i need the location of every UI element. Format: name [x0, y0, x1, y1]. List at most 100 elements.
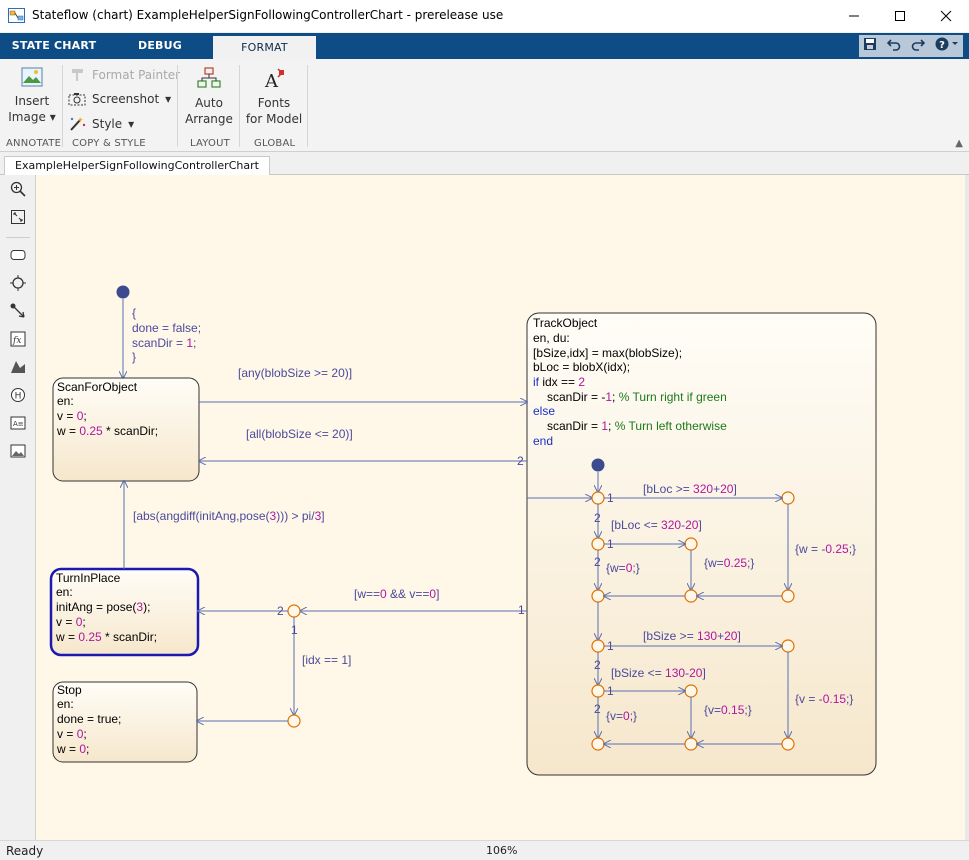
transition-label: {v = -0.15;} — [795, 692, 853, 706]
dropdown-arrow-icon: ▾ — [128, 117, 134, 131]
default-action-line-1: { — [132, 306, 136, 320]
palette-divider — [6, 237, 30, 238]
state-tool-icon[interactable] — [9, 246, 27, 264]
style-wand-icon — [68, 116, 86, 132]
zoom-icon[interactable] — [9, 180, 27, 198]
zoom-level: 106% — [486, 844, 517, 857]
junction[interactable] — [685, 738, 697, 750]
junction[interactable] — [592, 590, 604, 602]
state-action: [bSize,idx] = max(blobSize); — [533, 346, 682, 360]
default-transition-dot[interactable] — [117, 286, 130, 299]
default-transition-dot[interactable] — [592, 459, 605, 472]
minimize-button[interactable] — [831, 0, 877, 32]
auto-arrange-button[interactable]: Auto Arrange — [182, 67, 236, 127]
maximize-button[interactable] — [877, 0, 923, 32]
collapse-ribbon-icon[interactable]: ▲ — [955, 138, 963, 149]
redo-icon[interactable] — [911, 37, 925, 55]
transition-label: {v=0.15;} — [704, 703, 752, 717]
transition-label: [w==0 && v==0] — [354, 587, 439, 601]
transition-label: {w=0.25;} — [704, 556, 754, 570]
junction[interactable] — [592, 738, 604, 750]
close-icon — [940, 10, 952, 22]
junction[interactable] — [592, 685, 604, 697]
priority-label: 1 — [518, 603, 525, 617]
status-text: Ready — [6, 844, 43, 858]
tab-format[interactable]: FORMAT — [213, 36, 316, 59]
junction[interactable] — [685, 590, 697, 602]
transition-label: [any(blobSize >= 20)] — [238, 366, 352, 380]
format-painter-button[interactable]: Format Painter — [70, 68, 180, 82]
tab-chart-document[interactable]: ExampleHelperSignFollowingControllerChar… — [4, 156, 270, 176]
junction[interactable] — [685, 685, 697, 697]
save-icon[interactable] — [863, 37, 877, 55]
state-turn-in-place[interactable]: TurnInPlace en: initAng = pose(3); v = 0… — [51, 569, 198, 655]
style-button[interactable]: Style ▾ — [68, 116, 134, 132]
state-action: scanDir = 1; % Turn left otherwise — [547, 419, 727, 433]
svg-text:?: ? — [939, 40, 945, 51]
maximize-icon — [894, 10, 906, 22]
history-junction-tool-icon[interactable]: H — [9, 386, 27, 404]
junction[interactable] — [782, 640, 794, 652]
auto-arrange-label-1: Auto — [182, 95, 236, 111]
priority-label: 1 — [607, 639, 614, 653]
transition-label: [abs(angdiff(initAng,pose(3))) > pi/3] — [133, 509, 325, 523]
state-action: w = 0.25 * scanDir; — [56, 424, 158, 438]
priority-label: 1 — [607, 491, 614, 505]
fonts-for-model-button[interactable]: A Fonts for Model — [244, 67, 304, 127]
priority-label: 1 — [607, 684, 614, 698]
screenshot-button[interactable]: Screenshot ▾ — [68, 92, 171, 106]
stateflow-chart: { done = false; scanDir = 1; } ScanForOb… — [36, 175, 965, 840]
junction[interactable] — [288, 605, 300, 617]
tab-debug[interactable]: DEBUG — [108, 33, 212, 59]
annotation-tool-icon[interactable]: A≡ — [9, 414, 27, 432]
chart-canvas[interactable]: { done = false; scanDir = 1; } ScanForOb… — [36, 175, 965, 840]
fit-to-view-icon[interactable] — [9, 208, 27, 226]
svg-text:H: H — [15, 392, 22, 402]
close-button[interactable] — [923, 0, 969, 32]
help-icon[interactable]: ? — [935, 37, 959, 55]
junction[interactable] — [288, 715, 300, 727]
state-action: bLoc = blobX(idx); — [533, 360, 630, 374]
transition-label: [idx == 1] — [302, 653, 351, 667]
ribbon-separator — [307, 65, 308, 147]
junction[interactable] — [782, 590, 794, 602]
transition-label: {w = -0.25;} — [795, 542, 856, 556]
state-name: Stop — [57, 683, 82, 697]
matlab-function-tool-icon[interactable]: fx — [9, 330, 27, 348]
dropdown-arrow-icon: ▾ — [165, 92, 171, 106]
ribbon-separator — [177, 65, 178, 147]
priority-label: 2 — [594, 511, 601, 525]
svg-text:A≡: A≡ — [13, 420, 24, 428]
transition-label: [all(blobSize <= 20)] — [246, 427, 353, 441]
junction[interactable] — [685, 538, 697, 550]
default-action-line-3: scanDir = 1; — [132, 336, 196, 350]
junction[interactable] — [782, 492, 794, 504]
undo-icon[interactable] — [887, 37, 901, 55]
simulink-function-tool-icon[interactable] — [9, 358, 27, 376]
junction-tool-icon[interactable] — [9, 274, 27, 292]
state-action: done = true; — [57, 712, 121, 726]
state-name: TurnInPlace — [56, 571, 121, 585]
state-stop[interactable]: Stop en: done = true; v = 0; w = 0; — [53, 682, 197, 762]
group-label-copy-style: COPY & STYLE — [72, 138, 146, 149]
state-scan-for-object[interactable]: ScanForObject en: v = 0; w = 0.25 * scan… — [53, 378, 199, 481]
junction[interactable] — [782, 738, 794, 750]
fonts-label-1: Fonts — [244, 95, 304, 111]
group-label-global: GLOBAL — [254, 138, 295, 149]
image-tool-icon[interactable] — [9, 442, 27, 460]
junction[interactable] — [592, 640, 604, 652]
priority-label: 2 — [594, 658, 601, 672]
state-action: else — [533, 404, 555, 418]
transition-label: [bLoc <= 320-20] — [611, 518, 702, 532]
svg-text:fx: fx — [12, 336, 21, 346]
priority-label: 1 — [607, 537, 614, 551]
junction[interactable] — [592, 538, 604, 550]
minimize-icon — [848, 10, 860, 22]
junction[interactable] — [592, 492, 604, 504]
auto-arrange-label-2: Arrange — [182, 111, 236, 127]
default-transition-tool-icon[interactable] — [9, 302, 27, 320]
canvas-scrollbar[interactable] — [965, 175, 969, 840]
insert-image-button[interactable]: Insert Image ▾ — [6, 67, 58, 125]
tab-state-chart[interactable]: STATE CHART — [8, 33, 100, 59]
state-action: initAng = pose(3); — [56, 600, 150, 614]
